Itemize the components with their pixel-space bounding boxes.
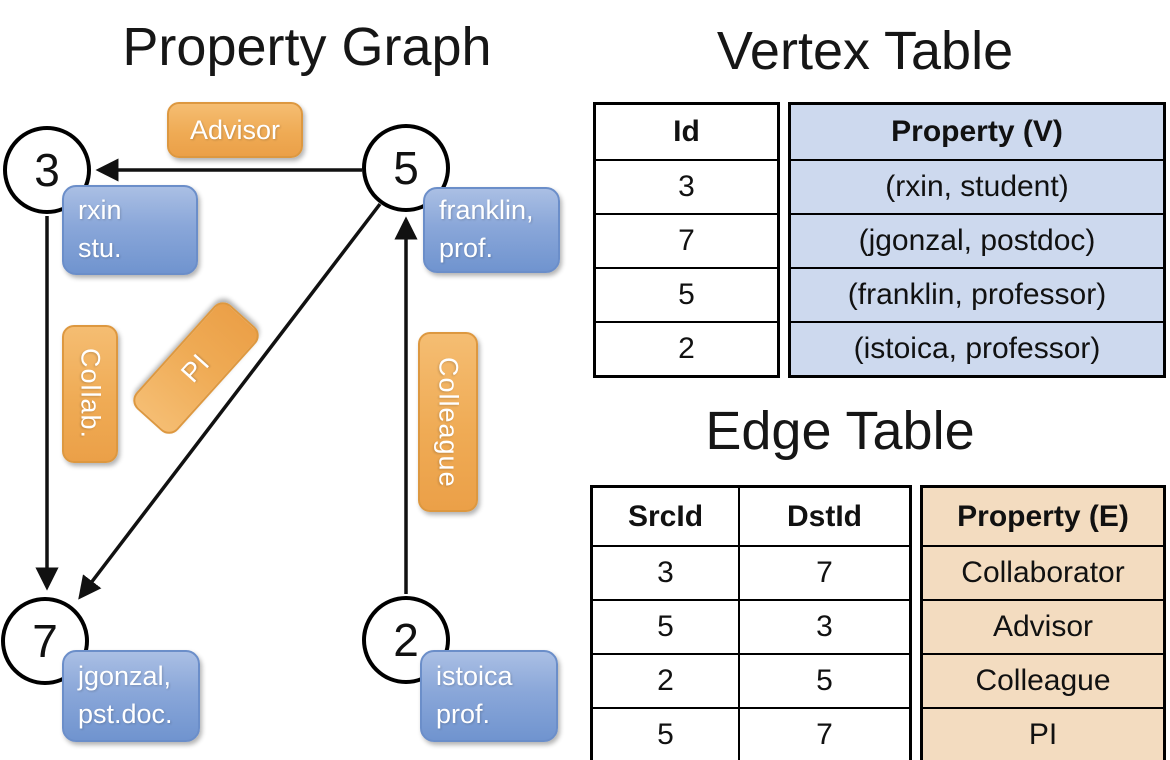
- edge-property-cell: PI: [923, 707, 1163, 760]
- node-label-rxin: rxin stu.: [62, 185, 198, 275]
- vertex-table-column-gap: [780, 102, 788, 378]
- vertex-table-property-header: Property (V): [791, 105, 1163, 159]
- property-graph-title: Property Graph: [122, 17, 492, 77]
- node-label-jgonzal: jgonzal, pst.doc.: [62, 650, 200, 742]
- node-label-istoica: istoica prof.: [420, 650, 558, 742]
- node-label-line2: prof.: [439, 233, 494, 263]
- vertex-table-id-header: Id: [596, 105, 777, 159]
- edge-property-cell: Colleague: [923, 653, 1163, 707]
- node-label-line1: franklin,: [439, 195, 534, 226]
- edge-srcid-cell: 2: [593, 653, 738, 707]
- edge-label-collab: Collab.: [62, 325, 118, 463]
- vertex-id-label: 2: [393, 614, 419, 666]
- vertex-id-label: 3: [34, 144, 60, 196]
- node-label-line2: prof.: [436, 699, 491, 729]
- edge-table: SrcId 3 5 2 5 DstId 7 3 5 7 Property (E)…: [590, 485, 1166, 760]
- edge-label-advisor: Advisor: [167, 102, 303, 158]
- node-label-line1: jgonzal,: [78, 661, 172, 692]
- edge-dstid-cell: 5: [740, 653, 909, 707]
- node-label-line1: istoica: [436, 661, 513, 692]
- vertex-id-cell: 3: [596, 159, 777, 213]
- edge-table-title: Edge Table: [705, 401, 975, 461]
- edge-srcid-cell: 5: [593, 599, 738, 653]
- edge-table-dstid-header: DstId: [740, 488, 909, 545]
- edge-table-srcid-column: SrcId 3 5 2 5: [593, 488, 738, 760]
- vertex-property-cell: (rxin, student): [791, 159, 1163, 213]
- node-label-line2: pst.doc.: [78, 699, 173, 729]
- edge-arrow-5-to-7: [78, 202, 382, 600]
- vertex-property-cell: (istoica, professor): [791, 321, 1163, 375]
- edge-label-colleague: Colleague: [418, 332, 478, 512]
- edge-label-text: PI: [175, 347, 216, 388]
- edge-table-column-gap: [912, 485, 920, 760]
- vertex-id-cell: 5: [596, 267, 777, 321]
- graph-edges-layer: [35, 158, 418, 600]
- vertex-table-title: Vertex Table: [716, 21, 1014, 81]
- vertex-property-cell: (jgonzal, postdoc): [791, 213, 1163, 267]
- edge-dstid-cell: 3: [740, 599, 909, 653]
- edge-dstid-cell: 7: [740, 545, 909, 599]
- edge-srcid-cell: 5: [593, 707, 738, 760]
- edge-table-dstid-column: DstId 7 3 5 7: [738, 488, 909, 760]
- edge-property-cell: Collaborator: [923, 545, 1163, 599]
- edge-table-property-header: Property (E): [923, 488, 1163, 545]
- edge-dstid-cell: 7: [740, 707, 909, 760]
- vertex-id-cell: 7: [596, 213, 777, 267]
- vertex-id-label: 7: [32, 615, 58, 667]
- node-label-franklin: franklin, prof.: [423, 187, 560, 273]
- edge-label-text: Advisor: [189, 114, 281, 145]
- edge-label-text: Collab.: [75, 348, 106, 440]
- edge-label-text: Colleague: [433, 356, 464, 488]
- vertex-property-cell: (franklin, professor): [791, 267, 1163, 321]
- vertex-circle-2: 2: [362, 596, 450, 684]
- edge-property-cell: Advisor: [923, 599, 1163, 653]
- node-label-line2: stu.: [78, 233, 122, 263]
- vertex-id-cell: 2: [596, 321, 777, 375]
- node-label-line1: rxin: [78, 195, 122, 226]
- vertex-table: Id 3 7 5 2 Property (V) (rxin, student) …: [593, 102, 1166, 378]
- vertex-table-property-column: Property (V) (rxin, student) (jgonzal, p…: [788, 102, 1166, 378]
- edge-table-id-columns: SrcId 3 5 2 5 DstId 7 3 5 7: [590, 485, 912, 760]
- vertex-table-id-column: Id 3 7 5 2: [593, 102, 780, 378]
- edge-srcid-cell: 3: [593, 545, 738, 599]
- vertex-id-label: 5: [393, 142, 419, 194]
- edge-table-property-column: Property (E) Collaborator Advisor Collea…: [920, 485, 1166, 760]
- edge-table-srcid-header: SrcId: [593, 488, 738, 545]
- vertex-circle-5: 5: [362, 124, 450, 212]
